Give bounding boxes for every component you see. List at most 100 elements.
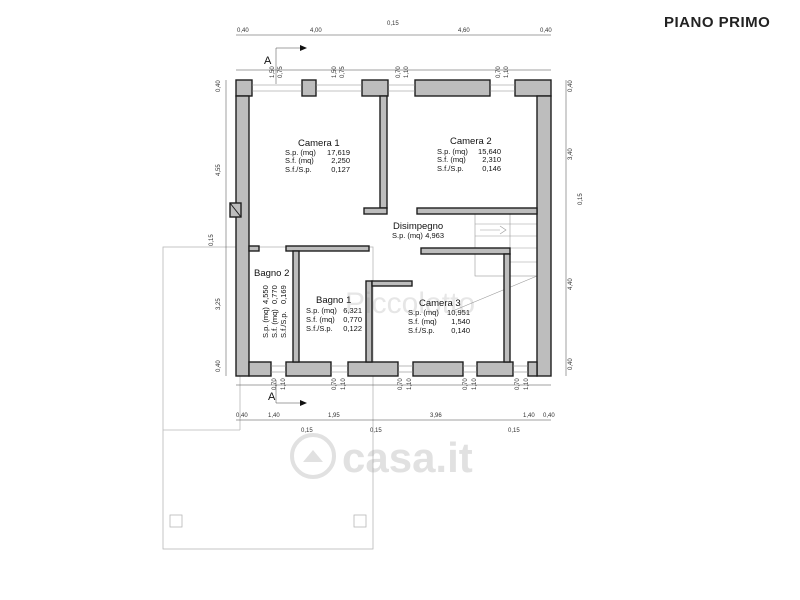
room-bagno-2: Bagno 2 S.p. (mq) S.f. (mq) S.f./S.p. 4,…: [254, 268, 289, 338]
dim-open-bot-3: 0,70: [332, 378, 338, 390]
dim-left-3: 0,15: [209, 234, 215, 246]
room-value: 4,550: [261, 285, 270, 304]
dim-right-5: 0,40: [568, 358, 574, 370]
room-value: 2,250: [331, 156, 350, 165]
room-value: 0,169: [279, 285, 288, 304]
dim-left-1: 0,40: [216, 80, 222, 92]
room-value: 17,619: [327, 148, 350, 157]
room-label: S.f./S.p.: [437, 164, 464, 173]
watermark-casa: casa.it: [290, 433, 473, 481]
room-value: 15,640: [478, 147, 501, 156]
dimensions-bottom: 0,40 1,40 1,95 3,96 1,40 0,40 0,15 0,15 …: [236, 413, 555, 434]
room-value: 4,963: [425, 231, 444, 240]
room-value: 1,540: [451, 317, 470, 326]
room-label: S.f./S.p.: [408, 326, 435, 335]
room-name: Camera 2: [450, 136, 492, 147]
dim-open-bot-9: 0,70: [515, 378, 521, 390]
dim-bot-1: 0,40: [236, 413, 248, 419]
dimensions-top: 0,40 4,00 0,15 4,60 0,40: [237, 21, 552, 34]
room-bagno-1: Bagno 1 S.p. (mq) S.f. (mq) S.f./S.p. 6,…: [306, 295, 362, 333]
dim-bot-2: 1,40: [268, 413, 280, 419]
room-value: 0,122: [343, 324, 362, 333]
dim-open-bot-10: 1,10: [524, 378, 530, 390]
dimensions-top-openings: 1,50 0,75 1,50 0,75 0,70 1,10 0,70 1,10: [270, 66, 510, 78]
dimensions-left: 0,40 4,55 0,15 3,25 0,40: [209, 80, 222, 372]
dim-open-top-4: 0,75: [340, 66, 346, 78]
room-label: S.p. (mq): [306, 306, 337, 315]
dim-open-top-3: 1,50: [332, 66, 338, 78]
dim-top-2: 4,00: [310, 28, 322, 34]
room-value: 2,310: [482, 155, 501, 164]
room-label: S.f./S.p.: [279, 311, 288, 338]
dim-open-top-2: 0,75: [278, 66, 284, 78]
dim-top-4: 4,60: [458, 28, 470, 34]
windows: [252, 84, 528, 373]
dim-bot-4: 3,96: [430, 413, 442, 419]
house-icon: [303, 450, 323, 462]
room-name: Camera 1: [298, 138, 340, 149]
room-name: Bagno 1: [316, 295, 351, 306]
watermark-piccolotto: Piccolotto: [345, 287, 475, 320]
room-value: 0,140: [451, 326, 470, 335]
dim-open-bot-1: 0,70: [272, 378, 278, 390]
dim-open-bot-5: 0,70: [398, 378, 404, 390]
dim-open-bot-4: 1,10: [341, 378, 347, 390]
dim-open-top-1: 1,50: [270, 66, 276, 78]
room-label: S.f. (mq): [437, 155, 466, 164]
dim-right-4: 4,40: [568, 278, 574, 290]
section-marker-top: A: [264, 45, 307, 84]
dim-open-top-8: 1,10: [504, 66, 510, 78]
dimension-lines: [225, 34, 567, 421]
room-label: S.p. (mq): [437, 147, 468, 156]
dim-bot-extra-3: 0,15: [508, 428, 520, 434]
page-title: PIANO PRIMO: [664, 14, 771, 31]
dim-top-5: 0,40: [540, 28, 552, 34]
dimensions-bottom-openings: 0,70 1,10 0,70 1,10 0,70 1,10 0,70 1,10 …: [272, 378, 530, 390]
room-label: S.f. (mq): [285, 156, 314, 165]
watermark-text: casa.it: [342, 434, 473, 481]
walls: [229, 79, 552, 377]
dim-bot-5: 1,40: [523, 413, 535, 419]
dim-bot-6: 0,40: [543, 413, 555, 419]
dim-open-top-7: 0,70: [496, 66, 502, 78]
room-disimpegno: Disimpegno S.p. (mq) 4,963: [392, 221, 444, 240]
dim-open-top-5: 0,70: [396, 66, 402, 78]
room-name: Bagno 2: [254, 268, 289, 279]
dim-right-2: 3,40: [568, 148, 574, 160]
dim-top-3: 0,15: [387, 21, 399, 27]
casa-logo-icon: [290, 433, 336, 479]
room-value: 6,321: [343, 306, 362, 315]
room-value: 0,146: [482, 164, 501, 173]
section-marker-bottom: A: [268, 380, 307, 406]
dim-right-3: 0,15: [578, 193, 584, 205]
dim-bot-extra-2: 0,15: [370, 428, 382, 434]
room-label: S.p. (mq): [408, 308, 439, 317]
dim-left-2: 4,55: [216, 164, 222, 176]
dim-open-bot-2: 1,10: [281, 378, 287, 390]
room-label: S.f. (mq): [270, 309, 279, 338]
dim-right-1: 0,40: [568, 80, 574, 92]
room-label: S.p. (mq): [261, 307, 270, 338]
room-value: 0,127: [331, 165, 350, 174]
dim-left-5: 0,40: [216, 360, 222, 372]
dim-left-4: 3,25: [216, 298, 222, 310]
room-label: S.f. (mq): [408, 317, 437, 326]
room-camera-2: Camera 2 S.p. (mq) S.f. (mq) S.f./S.p. 1…: [437, 136, 501, 173]
watermark-text: Piccolotto: [345, 287, 475, 320]
dim-bot-3: 1,95: [328, 413, 340, 419]
room-value: 0,770: [270, 285, 279, 304]
dim-open-bot-6: 1,10: [407, 378, 413, 390]
dim-open-bot-8: 1,10: [472, 378, 478, 390]
room-camera-3: Camera 3 S.p. (mq) S.f. (mq) S.f./S.p. 1…: [408, 298, 470, 335]
room-name: Camera 3: [419, 298, 461, 309]
dimensions-right: 0,40 3,40 0,15 4,40 0,40: [568, 80, 584, 370]
room-label: S.f./S.p.: [306, 324, 333, 333]
dim-open-top-6: 1,10: [404, 66, 410, 78]
dim-open-bot-7: 0,70: [463, 378, 469, 390]
room-name: Disimpegno: [393, 221, 443, 232]
room-value: 0,770: [343, 315, 362, 324]
dim-bot-extra-1: 0,15: [301, 428, 313, 434]
room-camera-1: Camera 1 S.p. (mq) S.f. (mq) S.f./S.p. 1…: [285, 138, 350, 174]
room-label: S.p. (mq): [285, 148, 316, 157]
